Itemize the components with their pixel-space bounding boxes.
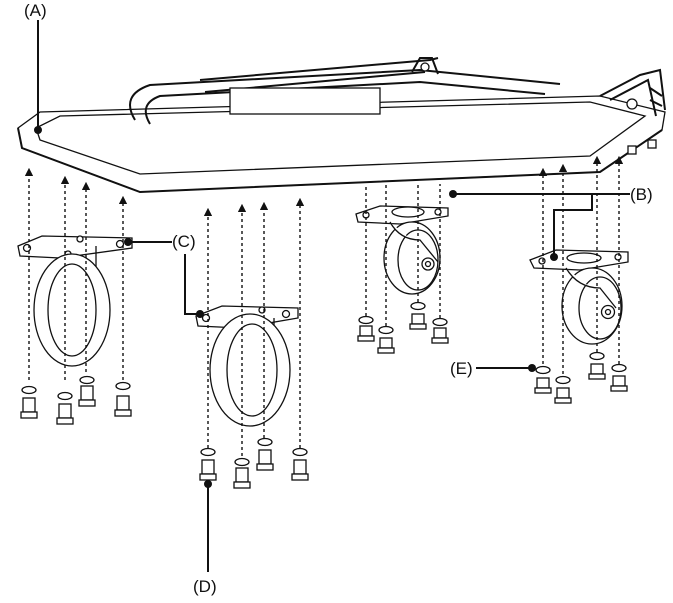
caster-left: [17, 235, 133, 367]
label-c: (C): [172, 232, 196, 251]
callout-b: (B): [449, 185, 653, 261]
callout-e: (E): [450, 359, 536, 378]
assembly-arrows: [24, 155, 624, 456]
label-e: (E): [450, 359, 473, 378]
trolley-platform: [17, 57, 666, 194]
callout-a: (A): [24, 1, 47, 134]
callout-c: (C): [124, 232, 204, 318]
caster-swivel-right: [529, 249, 629, 345]
label-b: (B): [630, 185, 653, 204]
label-a: (A): [24, 1, 47, 20]
caster-swivel-mid: [355, 205, 449, 295]
label-d: (D): [193, 577, 217, 596]
caster-center: [195, 305, 299, 427]
callout-d: (D): [193, 480, 217, 596]
fasteners: [20, 301, 628, 489]
